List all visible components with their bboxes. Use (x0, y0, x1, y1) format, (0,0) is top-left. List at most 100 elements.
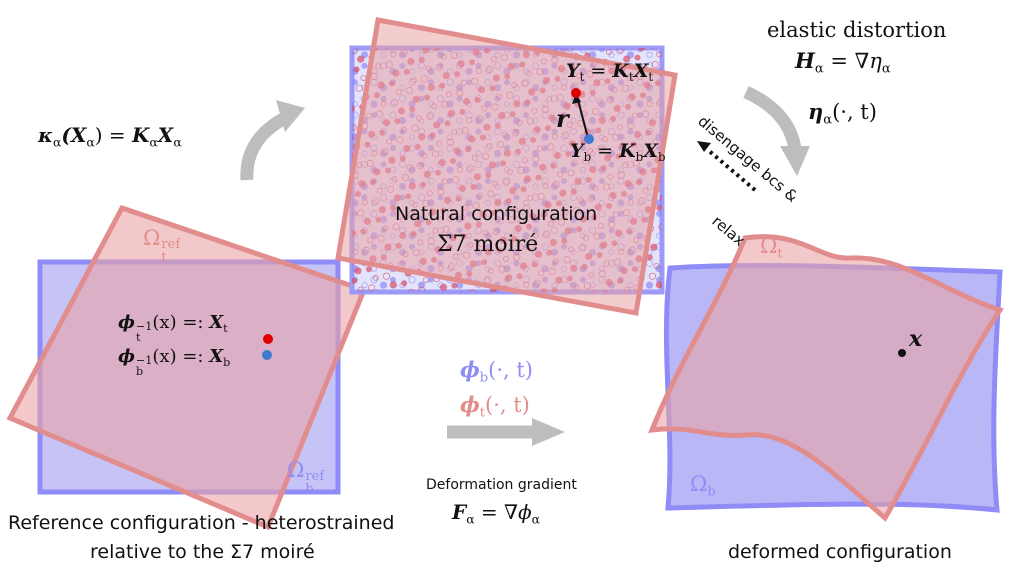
lattice-atom (355, 38, 360, 43)
lattice-atom (579, 48, 587, 53)
lattice-atom (634, 54, 641, 61)
lattice-atom (638, 48, 646, 51)
lattice-atom (367, 284, 376, 292)
lattice-atom (422, 277, 429, 284)
sub: α (531, 511, 541, 527)
lattice-atom (343, 162, 348, 167)
lattice-atom (666, 232, 672, 238)
omega: Ω (287, 458, 305, 482)
lattice-atom (621, 38, 626, 43)
sub: t (223, 321, 228, 335)
omega-b-label: Ωb (690, 472, 716, 500)
sub: t (135, 331, 141, 345)
lattice-atom (361, 282, 368, 289)
lattice-atom (666, 261, 671, 266)
lattice-atom (656, 210, 662, 217)
lattice-atom (352, 124, 357, 131)
lattice-atom (538, 40, 544, 46)
r-arrowhead (572, 93, 581, 104)
lattice-atom (665, 161, 671, 167)
omega: Ω (760, 234, 778, 258)
omega: Ω (690, 472, 708, 496)
lattice-atom (658, 223, 662, 231)
x-label: x (909, 326, 923, 352)
lattice-atom (417, 281, 426, 289)
lattice-atom (343, 68, 349, 74)
X: X (633, 60, 649, 82)
arg: (·, t) (832, 100, 877, 124)
omega-t-label: Ωt (760, 234, 783, 262)
lattice-atom (343, 118, 348, 123)
lattice-atom (342, 128, 348, 134)
Y: Y (566, 60, 580, 82)
sub: α (814, 61, 824, 77)
lattice-atom (352, 277, 357, 284)
sub: t (479, 405, 486, 421)
lattice-atom (589, 48, 594, 49)
lattice-atom (656, 232, 662, 239)
eq: = ∇ϕ (474, 500, 532, 524)
lattice-atom (666, 156, 671, 161)
eq: = ∇η (823, 49, 882, 73)
sub: α (823, 112, 833, 128)
elastic-distortion-title: elastic distortion (767, 18, 947, 42)
lattice-atom (600, 41, 605, 46)
arg: (·, t) (488, 358, 533, 382)
lattice-atom (648, 272, 657, 280)
lattice-atom (357, 55, 365, 63)
sub: t (648, 70, 654, 85)
lattice-atom (418, 286, 426, 292)
lattice-atom (655, 48, 662, 53)
natural-config-title: Natural configuration (395, 203, 598, 225)
lattice-atom (401, 280, 408, 287)
point-x (898, 349, 906, 357)
F: F (452, 500, 467, 524)
eta: η (808, 99, 824, 124)
sub: t (628, 70, 634, 85)
lattice-atom (665, 52, 671, 58)
lattice-atom (352, 134, 354, 141)
lattice-atom (566, 48, 574, 52)
arg: (·, t) (485, 393, 530, 417)
lattice-atom (617, 48, 625, 53)
lattice-atom (459, 291, 464, 292)
lattice-atom (425, 296, 431, 302)
sub: b (583, 150, 592, 165)
r-label: r (556, 104, 569, 133)
sub: b (479, 370, 489, 386)
blue-point (262, 350, 272, 360)
X: X (209, 346, 224, 367)
phi-b-label: ϕb(·, t) (460, 357, 533, 386)
sub: t (161, 249, 167, 265)
lattice-atom (623, 55, 631, 63)
lattice-atom (372, 274, 379, 281)
reference-caption-line2: relative to the Σ7 moiré (90, 541, 315, 563)
lattice-atom (437, 295, 442, 300)
sub: α (149, 134, 158, 150)
elastic-distortion-eq: Hα = ∇ηα (795, 48, 891, 77)
lattice-atom (352, 101, 358, 108)
lattice-atom (650, 243, 658, 251)
lattice-atom (451, 282, 458, 289)
reference-caption-line1: Reference configuration - heterostrained (8, 512, 395, 534)
deformation-gradient-title: Deformation gradient (426, 477, 577, 493)
deformation-gradient-eq: Fα = ∇ϕα (452, 500, 540, 526)
eq: = (591, 140, 620, 162)
K: K (132, 123, 150, 147)
red-point (263, 334, 273, 344)
X: X (157, 123, 174, 147)
lattice-atom (345, 116, 350, 121)
relax-arrowhead (697, 141, 711, 152)
reference-configuration (6, 204, 368, 531)
lattice-atom (665, 249, 671, 255)
lattice-atom (549, 39, 554, 44)
lattice-atom (646, 51, 653, 58)
lattice-atom (509, 294, 514, 299)
lattice-atom (354, 267, 362, 275)
relax-arrow (706, 148, 757, 192)
